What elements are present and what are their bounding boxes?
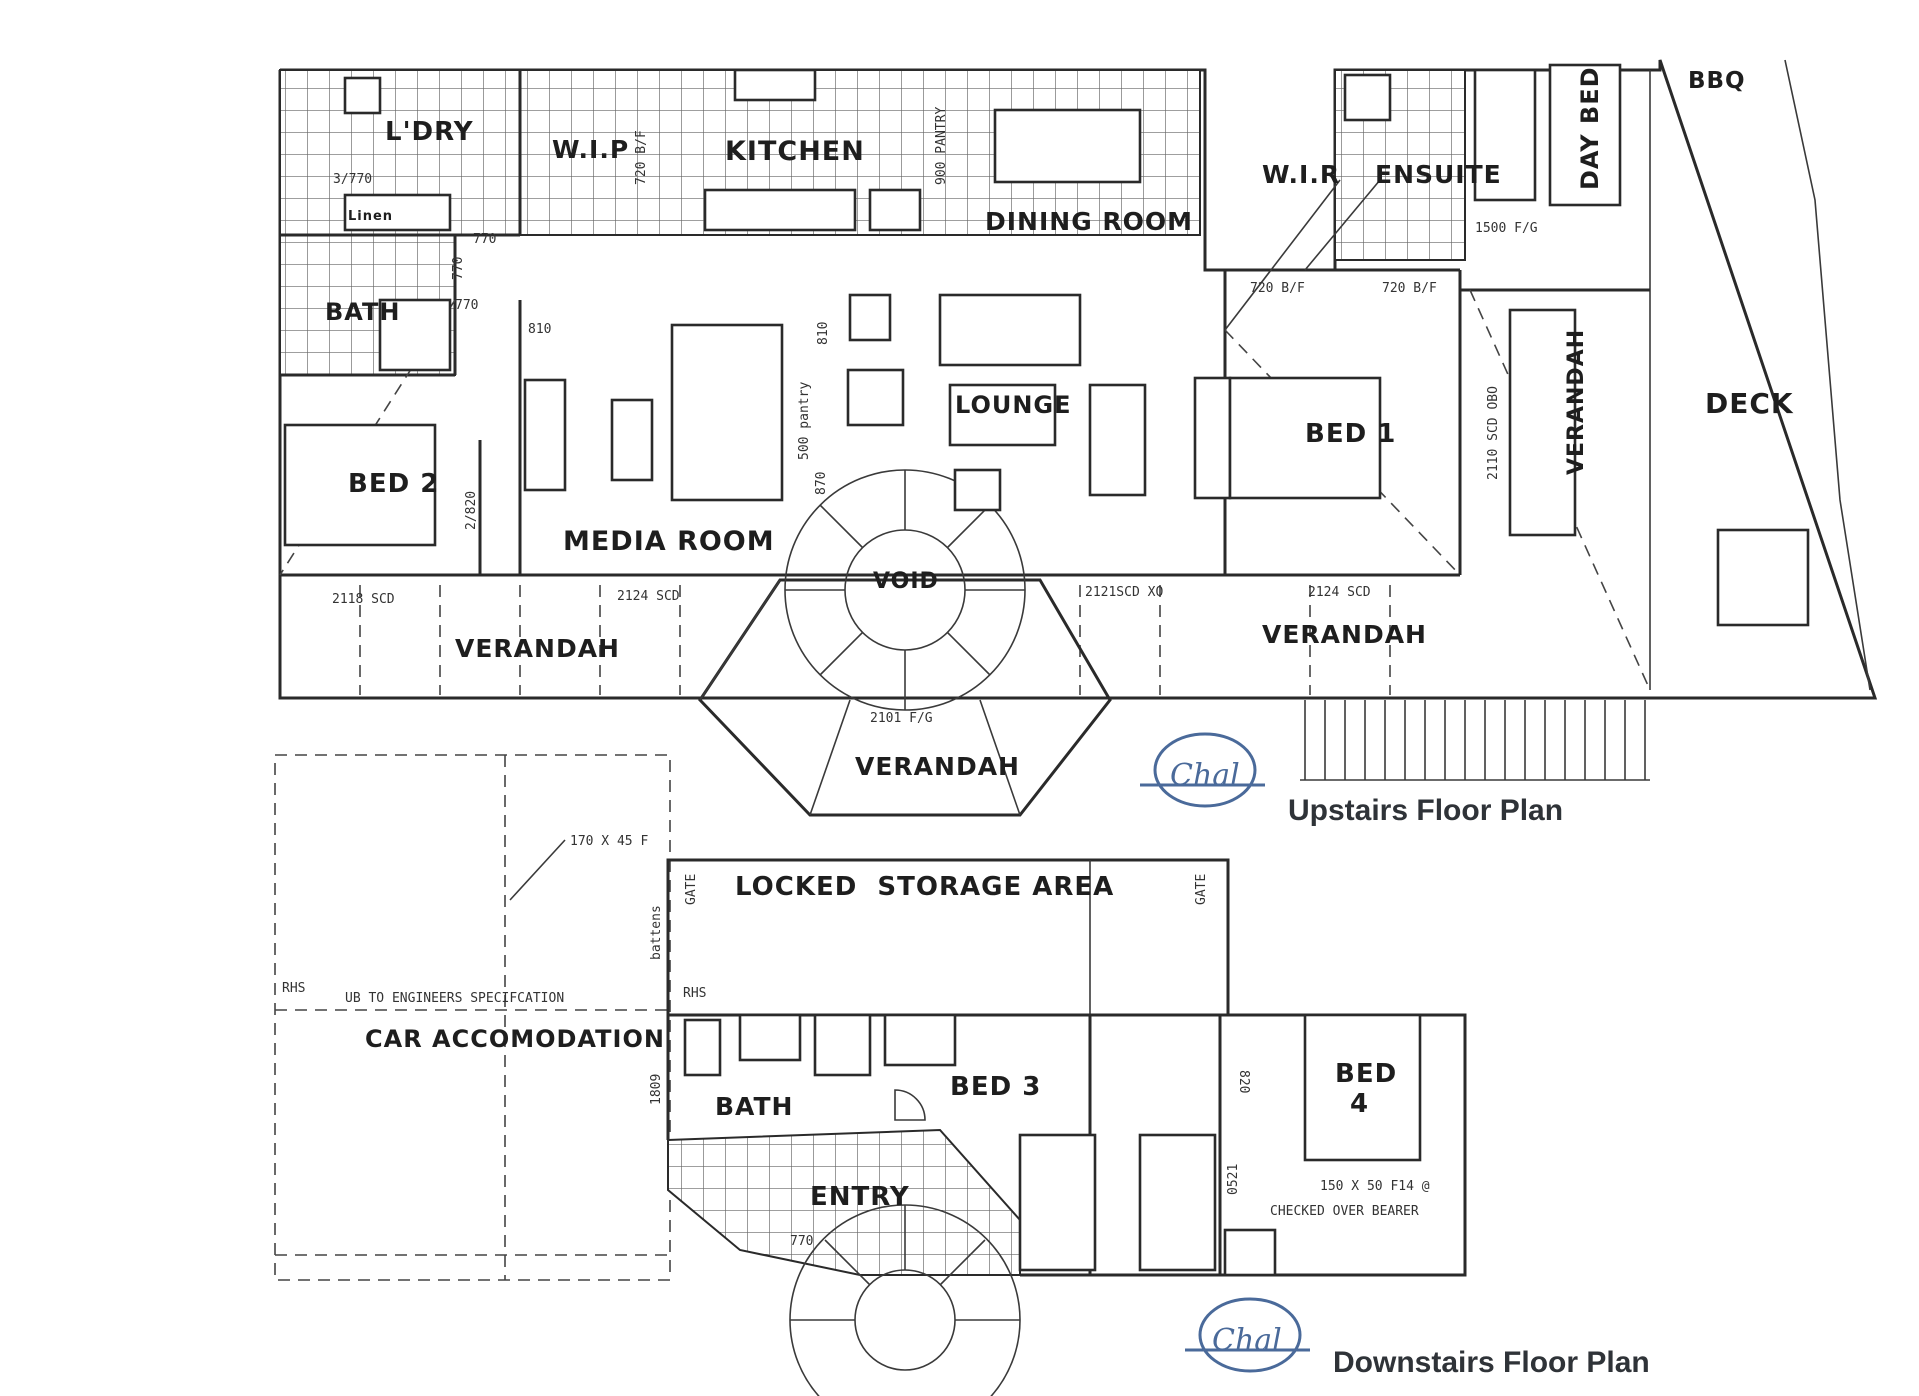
room-label-verandah-right: VERANDAH — [1262, 620, 1427, 649]
room-label-laundry: L'DRY — [385, 117, 474, 147]
downstairs-plan: LOCKED STORAGE AREA CAR ACCOMODATION BAT… — [274, 754, 1650, 1396]
entry-tiles — [667, 1128, 1021, 1276]
dim-label: 0521 — [1226, 1164, 1241, 1195]
dim-label: 2124 SCD — [617, 589, 680, 604]
spiral-stair-downstairs — [789, 1204, 1021, 1396]
room-label-entry: ENTRY — [810, 1182, 910, 1212]
room-label-bbq: BBQ — [1688, 68, 1746, 94]
upstairs-caption: Upstairs Floor Plan — [1288, 794, 1563, 827]
downstairs-fixtures — [683, 1013, 1422, 1277]
svg-text:Chal: Chal — [1170, 758, 1240, 793]
note-battens: battens — [649, 905, 664, 960]
room-label-deck: DECK — [1705, 387, 1794, 420]
dim-label: 810 — [528, 322, 551, 337]
room-label-bed4: BED — [1335, 1059, 1397, 1089]
bay-line — [699, 579, 781, 701]
room-label-verandah-side: VERANDAH — [1564, 329, 1589, 475]
note-beam: 170 X 45 F — [570, 834, 648, 849]
dim-label: 820 — [1236, 1070, 1251, 1093]
logo-mark-upstairs: Chal — [1140, 732, 1265, 808]
dim-label: 2118 SCD — [332, 592, 395, 607]
dim-label: 2/820 — [464, 491, 479, 530]
room-label-bath-down: BATH — [715, 1092, 793, 1121]
room-label-day-bed: DAY BED — [1576, 66, 1604, 190]
dim-label: 2101 F/G — [870, 711, 933, 726]
room-label-wip: W.I.P — [552, 135, 629, 164]
room-label-ensuite: ENSUITE — [1375, 160, 1502, 189]
note-bearer: 150 X 50 F14 @ — [1320, 1179, 1430, 1194]
dim-label: 770 — [790, 1234, 813, 1249]
dim-label: 720 B/F — [1382, 281, 1437, 296]
dim-label: 720 B/F — [1250, 281, 1305, 296]
beam-leader — [509, 839, 566, 901]
dim-label: 720 B/F — [634, 130, 649, 185]
dim-label: 2121SCD XO — [1085, 585, 1163, 600]
dim-label: 2110 SCD OBO — [1486, 386, 1501, 480]
dim-label: 770 — [473, 232, 496, 247]
logo-mark-downstairs: Chal — [1185, 1297, 1310, 1373]
note-ub: UB TO ENGINEERS SPECIFCATION — [345, 991, 564, 1006]
upstairs-plan: L'DRY Linen W.I.P KITCHEN DINING ROOM W.… — [278, 59, 1878, 827]
room-label-bath: BATH — [325, 298, 400, 326]
note-gate-left: GATE — [684, 874, 699, 905]
dim-label: 2124 SCD — [1308, 585, 1371, 600]
dim-label: 1809 — [649, 1074, 664, 1105]
room-label-media: MEDIA ROOM — [563, 526, 775, 557]
dim-label: 870 — [814, 472, 829, 495]
dim-label: 770 — [455, 298, 478, 313]
bay-line — [809, 699, 851, 816]
note-gate-right: GATE — [1194, 874, 1209, 905]
ensuite-tiles — [1334, 69, 1466, 261]
room-label-storage: LOCKED STORAGE AREA — [735, 872, 1114, 902]
dim-label: 500 pantry — [797, 382, 812, 460]
svg-text:Chal: Chal — [1212, 1323, 1282, 1358]
room-label-bed3: BED 3 — [950, 1072, 1041, 1102]
dim-label: 3/770 — [333, 172, 372, 187]
room-label-bed1: BED 1 — [1305, 419, 1396, 449]
room-label-dining: DINING ROOM — [985, 207, 1193, 236]
room-label-lounge: LOUNGE — [955, 391, 1072, 419]
deck-stairs — [1300, 700, 1650, 781]
room-label-kitchen: KITCHEN — [725, 136, 865, 167]
dim-label: 900 PANTRY — [934, 107, 949, 185]
deck-stair-rail — [1784, 59, 1871, 691]
room-label-verandah-left: VERANDAH — [455, 634, 620, 663]
upstairs-furniture — [283, 63, 1810, 627]
room-label-car: CAR ACCOMODATION — [365, 1025, 665, 1053]
note-rhs-mid: RHS — [683, 986, 706, 1001]
bay-line — [979, 699, 1021, 816]
room-label-verandah-front: VERANDAH — [855, 752, 1020, 781]
downstairs-caption: Downstairs Floor Plan — [1333, 1346, 1650, 1379]
room-label-wir: W.I.R — [1262, 160, 1340, 189]
room-label-bed2: BED 2 — [348, 469, 439, 499]
spiral-stair-upstairs — [784, 469, 1026, 711]
note-bearer-check: CHECKED OVER BEARER — [1270, 1204, 1419, 1219]
room-label-linen: Linen — [348, 209, 393, 224]
dim-label: 810 — [816, 322, 831, 345]
room-label-void: VOID — [873, 569, 939, 594]
note-rhs-left: RHS — [282, 981, 305, 996]
room-label-bed4-number: 4 — [1350, 1089, 1369, 1119]
dim-label: 770 — [451, 257, 466, 280]
dim-label: 1500 F/G — [1475, 221, 1538, 236]
